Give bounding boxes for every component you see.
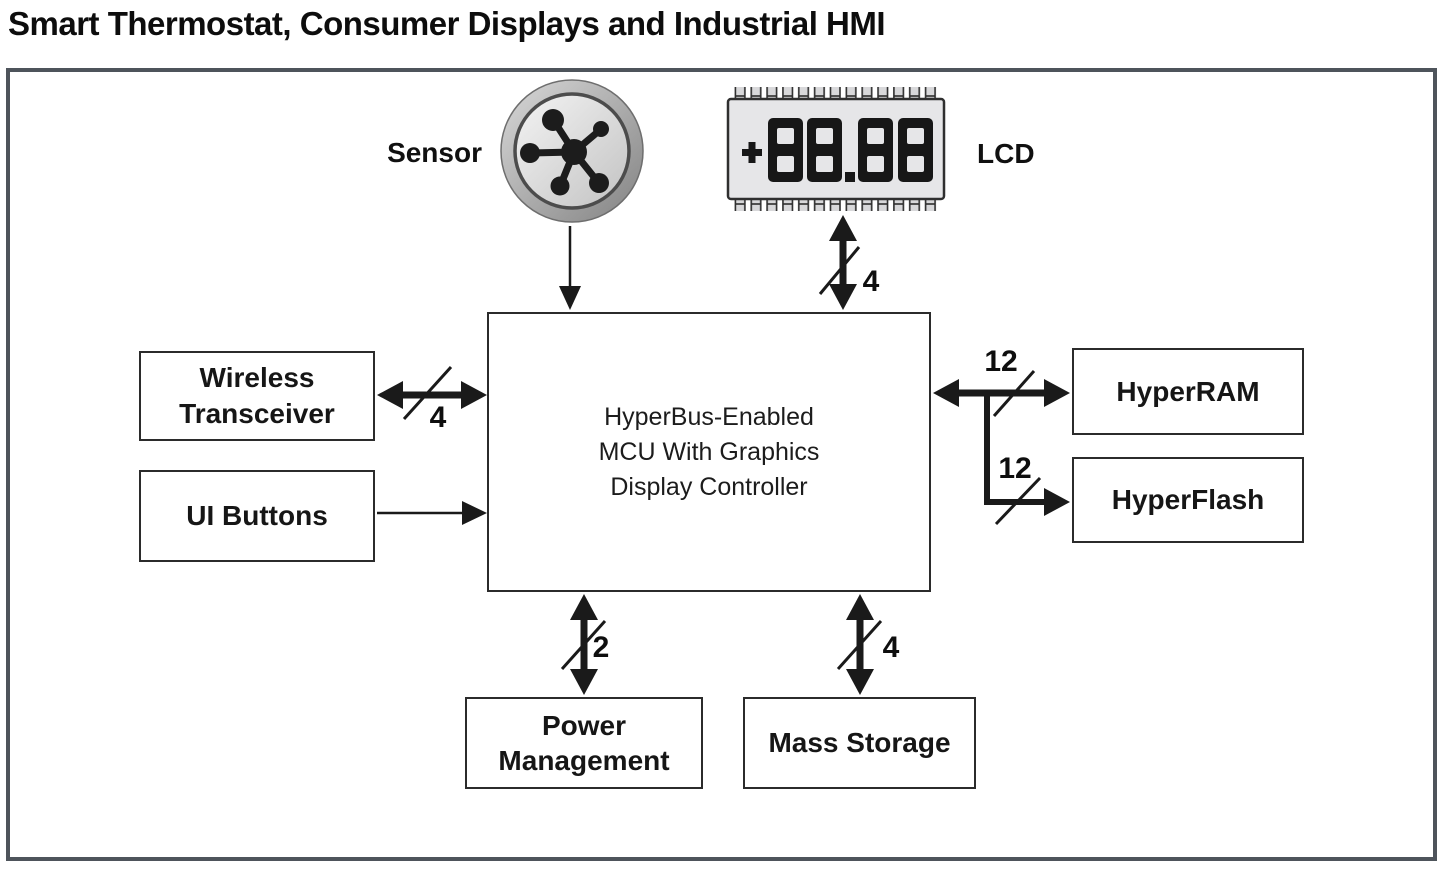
hyperram-label: HyperRAM xyxy=(1116,375,1260,407)
mcu-box: HyperBus-Enabled MCU With Graphics Displ… xyxy=(487,312,931,592)
mass-storage-label: Mass Storage xyxy=(768,727,951,758)
mass-storage-bus-width: 4 xyxy=(882,631,900,664)
power-bus-width: 2 xyxy=(592,631,610,664)
wireless-bus-slash xyxy=(402,365,453,421)
power-bus-slash xyxy=(560,619,607,671)
hyperflash-label: HyperFlash xyxy=(1111,484,1265,515)
mcu-label-line-1: HyperBus-Enabled xyxy=(604,402,814,431)
ui-buttons-label: UI Buttons xyxy=(186,500,328,531)
sensor-to-mcu-arrow xyxy=(559,226,581,310)
hyperflash-bus-width: 12 xyxy=(998,452,1032,485)
sensor-icon xyxy=(500,79,644,223)
hyperram-bus-width: 12 xyxy=(984,345,1018,378)
lcd-bus-slash xyxy=(818,246,861,295)
mcu-mass-storage-bus-arrow xyxy=(836,594,883,695)
wireless-transceiver-box: Wireless Transceiver xyxy=(139,351,375,441)
hyperflash-box: HyperFlash xyxy=(1072,457,1304,543)
mcu-label-line-3: Display Controller xyxy=(610,472,808,501)
lcd-value xyxy=(742,118,933,182)
mcu-power-bus-arrow xyxy=(560,594,607,695)
mass-storage-bus-slash xyxy=(836,619,883,671)
lcd-display xyxy=(726,87,946,211)
lcd-mcu-bus-arrow xyxy=(818,215,861,310)
ui-buttons-box: UI Buttons xyxy=(139,470,375,562)
power-management-box: Power Management xyxy=(465,697,703,789)
wireless-bus-width: 4 xyxy=(429,401,447,434)
wireless-mcu-bus-arrow xyxy=(377,365,487,421)
power-label-line-2: Management xyxy=(498,745,670,776)
lcd-pins-top xyxy=(733,87,939,99)
lcd-bus-width: 4 xyxy=(862,265,880,298)
mcu-label-line-2: MCU With Graphics xyxy=(598,437,820,466)
mcu-hyperflash-bus-arrow xyxy=(984,394,1070,526)
mass-storage-box: Mass Storage xyxy=(743,697,976,789)
hyperram-box: HyperRAM xyxy=(1072,348,1304,435)
hyperram-bus-slash xyxy=(992,370,1036,417)
mcu-hyperram-bus-arrow xyxy=(933,370,1070,417)
page-title: Smart Thermostat, Consumer Displays and … xyxy=(8,5,886,42)
wireless-label-line-1: Wireless xyxy=(199,362,315,393)
hyperflash-bus-slash xyxy=(994,476,1042,526)
lcd-label: LCD xyxy=(977,138,1035,169)
lcd-pins-bottom xyxy=(733,199,939,211)
power-label-line-1: Power xyxy=(541,710,627,741)
ui-buttons-to-mcu-arrow xyxy=(377,501,487,525)
sensor-label: Sensor xyxy=(387,137,482,168)
wireless-label-line-2: Transceiver xyxy=(179,398,335,429)
